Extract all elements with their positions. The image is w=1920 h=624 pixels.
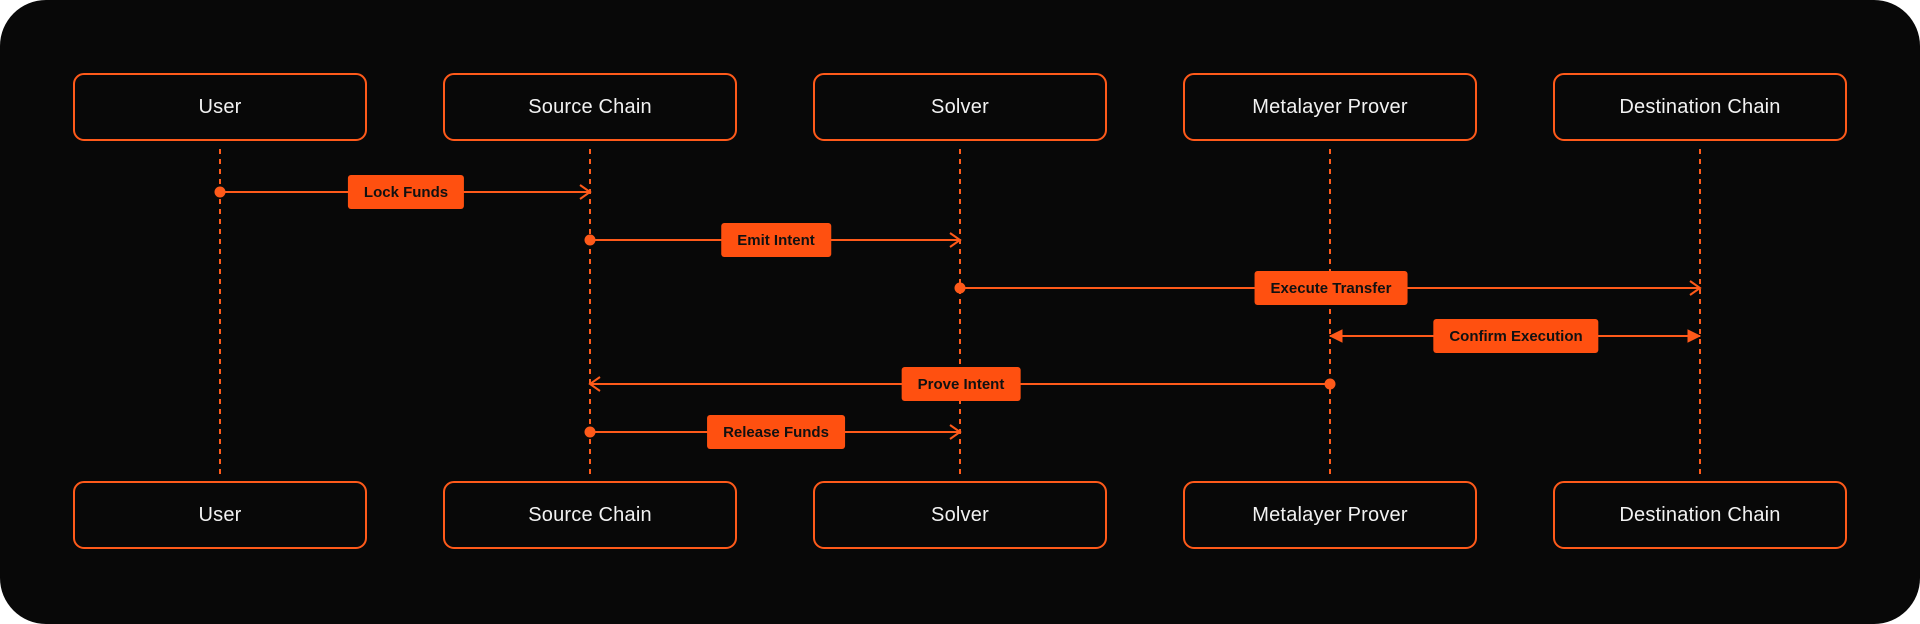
actor-bottom-user: User — [73, 481, 367, 549]
message-arrowhead-1 — [949, 232, 962, 248]
message-label-confirm-execution: Confirm Execution — [1433, 319, 1599, 353]
actor-top-destination-chain: Destination Chain — [1553, 73, 1847, 141]
message-label-execute-transfer: Execute Transfer — [1254, 271, 1408, 305]
message-origin-dot-1 — [584, 234, 596, 246]
actor-top-metalayer-prover: Metalayer Prover — [1183, 73, 1477, 141]
actor-bottom-metalayer-prover: Metalayer Prover — [1183, 481, 1477, 549]
actor-bottom-destination-chain: Destination Chain — [1553, 481, 1847, 549]
message-label-release-funds: Release Funds — [707, 415, 845, 449]
message-arrowhead-4 — [588, 376, 601, 392]
actor-top-user: User — [73, 73, 367, 141]
actor-bottom-solver: Solver — [813, 481, 1107, 549]
message-origin-dot-4 — [1324, 378, 1336, 390]
actor-top-source-chain: Source Chain — [443, 73, 737, 141]
message-label-prove-intent: Prove Intent — [901, 367, 1021, 401]
actor-top-solver: Solver — [813, 73, 1107, 141]
message-arrowhead-5 — [949, 424, 962, 440]
message-arrowhead-start-3 — [1328, 329, 1343, 343]
message-arrowhead-0 — [579, 184, 592, 200]
message-label-emit-intent: Emit Intent — [721, 223, 831, 257]
actor-bottom-source-chain: Source Chain — [443, 481, 737, 549]
message-origin-dot-2 — [954, 282, 966, 294]
message-origin-dot-5 — [584, 426, 596, 438]
message-label-lock-funds: Lock Funds — [347, 175, 465, 209]
message-arrowhead-end-3 — [1687, 329, 1702, 343]
message-origin-dot-0 — [214, 186, 226, 198]
message-arrowhead-2 — [1689, 280, 1702, 296]
